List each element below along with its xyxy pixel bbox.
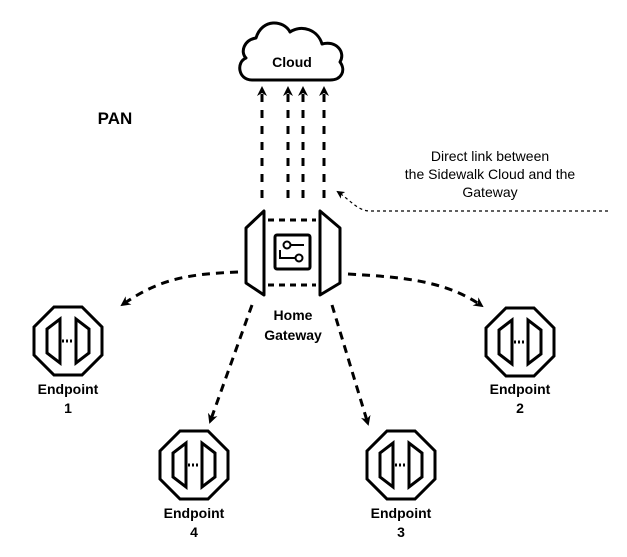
endpoint-icon — [484, 306, 556, 378]
link-to-endpoint-3 — [330, 304, 371, 426]
endpoint-2-label: Endpoint — [490, 381, 551, 397]
cloud-uplinks — [257, 86, 329, 198]
endpoint-links — [120, 270, 484, 426]
endpoint-1-number: 1 — [64, 400, 72, 416]
link-to-endpoint-2 — [347, 272, 484, 308]
gateway-icon — [244, 209, 342, 297]
home-gateway-node[interactable]: Home Gateway — [244, 209, 342, 343]
endpoint-3-node[interactable]: Endpoint 3 — [365, 429, 437, 540]
cloud-label: Cloud — [272, 54, 312, 70]
annotation-line-1: Direct link between — [431, 148, 549, 164]
direct-link-annotation: Direct link between the Sidewalk Cloud a… — [336, 148, 608, 212]
annotation-pointer-arrow — [336, 190, 608, 212]
endpoint-2-number: 2 — [516, 400, 524, 416]
endpoint-icon — [365, 429, 437, 501]
endpoint-2-node[interactable]: Endpoint 2 — [484, 306, 556, 416]
link-to-endpoint-1 — [120, 270, 239, 307]
endpoint-4-number: 4 — [190, 524, 198, 540]
gateway-label-line-2: Gateway — [264, 327, 322, 343]
link-to-endpoint-4 — [207, 304, 254, 424]
endpoint-icon — [158, 429, 230, 501]
annotation-line-3: Gateway — [462, 184, 517, 200]
endpoint-icon — [32, 305, 104, 377]
annotation-line-2: the Sidewalk Cloud and the — [405, 166, 576, 182]
cloud-node[interactable]: Cloud — [238, 21, 345, 82]
endpoint-1-node[interactable]: Endpoint 1 — [32, 305, 104, 416]
endpoint-4-node[interactable]: Endpoint 4 — [158, 429, 230, 540]
endpoint-3-number: 3 — [397, 524, 405, 540]
gateway-label-line-1: Home — [274, 307, 313, 323]
pan-title: PAN — [98, 109, 133, 128]
endpoint-3-label: Endpoint — [371, 505, 432, 521]
endpoint-4-label: Endpoint — [164, 505, 225, 521]
endpoint-1-label: Endpoint — [38, 381, 99, 397]
cloud-icon — [238, 21, 345, 82]
